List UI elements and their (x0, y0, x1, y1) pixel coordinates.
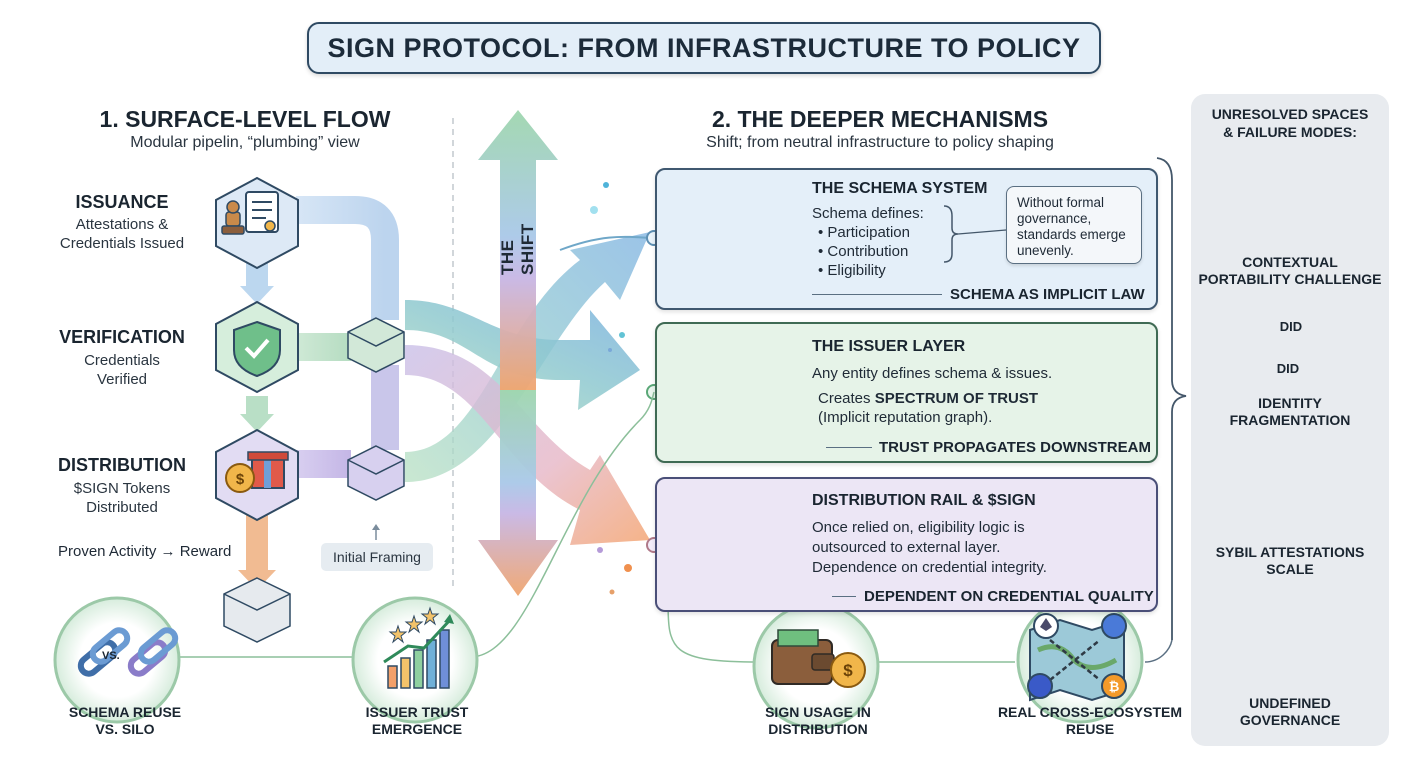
issuer-card-title: THE ISSUER LAYER (812, 338, 966, 355)
stage-verification-desc-1: Credentials (84, 352, 160, 369)
stage-issuance-desc-1: Attestations & (75, 216, 169, 233)
stage-issuance-desc-2: Credentials Issued (59, 235, 185, 252)
distribution-card-footer: DEPENDENT ON CREDENTIAL QUALITY (864, 588, 1154, 605)
vs-mark: VS. (102, 650, 120, 662)
stage-issuance-title: ISSUANCE (75, 192, 169, 212)
side-heading-2: & FAILURE MODES: (1223, 124, 1357, 140)
initial-framing-label: Initial Framing (333, 549, 421, 565)
schema-item-eligibility: • Eligibility (818, 262, 886, 279)
pipe-junction-cube (347, 317, 405, 373)
sybil-label-1: SYBIL ATTESTATIONS (1215, 544, 1365, 560)
contextual-label-1: CONTEXTUAL (1242, 254, 1338, 270)
contextual-label-2: PORTABILITY CHALLENGE (1198, 271, 1382, 287)
stage-verification-title: VERIFICATION (59, 327, 185, 347)
did-label: DID (1279, 318, 1303, 334)
issuer-footer-line (826, 447, 872, 448)
main-title: SIGN PROTOCOL: FROM INFRASTRUCTURE TO PO… (327, 32, 1081, 63)
sign-usage-label-1: SIGN USAGE IN (765, 704, 871, 720)
pipe-junction-cube-2 (347, 445, 405, 501)
identity-label-1: IDENTITY (1258, 395, 1322, 411)
svg-text:$: $ (843, 661, 853, 680)
issuer-trust-label-1: ISSUER TRUST (365, 704, 469, 720)
distribution-hex-icon: $ (215, 428, 299, 522)
distribution-card-line-2: outsourced to external layer. (812, 539, 1001, 556)
issuance-hex-icon (215, 176, 299, 270)
sign-usage-label-2: DISTRIBUTION (768, 721, 868, 737)
verification-hex-icon (215, 300, 299, 394)
distribution-card-line-3: Dependence on credential integrity. (812, 559, 1047, 576)
left-section-title: 1. SURFACE-LEVEL FLOW (99, 106, 391, 132)
svg-text:₿: ₿ (1109, 679, 1120, 694)
stage-distribution-desc-2: Distributed (86, 499, 158, 516)
distribution-rail-card (655, 477, 1158, 612)
schema-card-footer: SCHEMA AS IMPLICIT LAW (950, 286, 1145, 303)
right-section-subtitle: Shift; from neutral infrastructure to po… (706, 134, 1054, 151)
initial-framing-tag: Initial Framing (321, 543, 433, 571)
schema-bracket (943, 205, 1007, 263)
stage-distribution-desc-1: $SIGN Tokens (73, 480, 171, 497)
governance-note: Without formal governance, standards eme… (1006, 186, 1142, 264)
stage-distribution-title: DISTRIBUTION (58, 455, 186, 475)
side-heading-1: UNRESOLVED SPACES (1211, 106, 1369, 122)
schema-card-title: THE SCHEMA SYSTEM (812, 180, 988, 197)
the-shift-label: THE SHIFT (498, 223, 537, 275)
distribution-card-line-1: Once relied on, eligibility logic is (812, 519, 1025, 536)
schema-reuse-label-1: SCHEMA REUSE (68, 704, 182, 720)
sybil-label-2: SCALE (1266, 561, 1314, 577)
reward-text: Proven Activity → Reward (58, 543, 232, 560)
crypto-map-icon: ₿ (1027, 613, 1127, 702)
schema-item-participation: • Participation (818, 224, 910, 241)
distribution-card-title: DISTRIBUTION RAIL & $SIGN (812, 492, 1036, 509)
main-title-box: SIGN PROTOCOL: FROM INFRASTRUCTURE TO PO… (307, 22, 1101, 74)
schema-item-contribution: • Contribution (818, 243, 909, 260)
right-section-title: 2. THE DEEPER MECHANISMS (711, 106, 1049, 132)
growth-chart-icon (383, 606, 454, 689)
schema-footer-line (812, 294, 942, 295)
identity-label-2: FRAGMENTATION (1229, 412, 1351, 428)
cross-reuse-label-1: REAL CROSS-ECOSYSTEM (997, 704, 1183, 720)
governance-label-2: GOVERNANCE (1239, 712, 1341, 728)
chain-link-icon (77, 627, 179, 677)
issuer-trust-label-2: EMERGENCE (371, 721, 463, 737)
issuer-card-line-1: Any entity defines schema & issues. (812, 365, 1053, 382)
left-section-subtitle: Modular pipelin, “plumbing” view (130, 134, 360, 151)
svg-text:$: $ (236, 471, 245, 488)
wallet-icon: $ (771, 629, 866, 688)
issuer-card-footer: TRUST PROPAGATES DOWNSTREAM (879, 439, 1151, 456)
schema-card-intro: Schema defines: (812, 205, 924, 222)
issuer-card-line-3: (Implicit reputation graph). (818, 409, 993, 426)
stage-verification-desc-2: Verified (96, 371, 148, 388)
governance-label-1: UNDEFINED (1249, 695, 1331, 711)
output-cube (223, 577, 291, 643)
schema-reuse-label-2: VS. SILO (95, 721, 155, 737)
did-label-2: DID (1276, 360, 1300, 376)
cross-reuse-label-2: REUSE (1065, 721, 1115, 737)
issuer-card-line-2: Creates SPECTRUM OF TRUST (818, 390, 1039, 407)
distribution-footer-line (832, 596, 856, 597)
failure-modes-panel (1191, 94, 1389, 746)
issuer-layer-card (655, 322, 1158, 463)
